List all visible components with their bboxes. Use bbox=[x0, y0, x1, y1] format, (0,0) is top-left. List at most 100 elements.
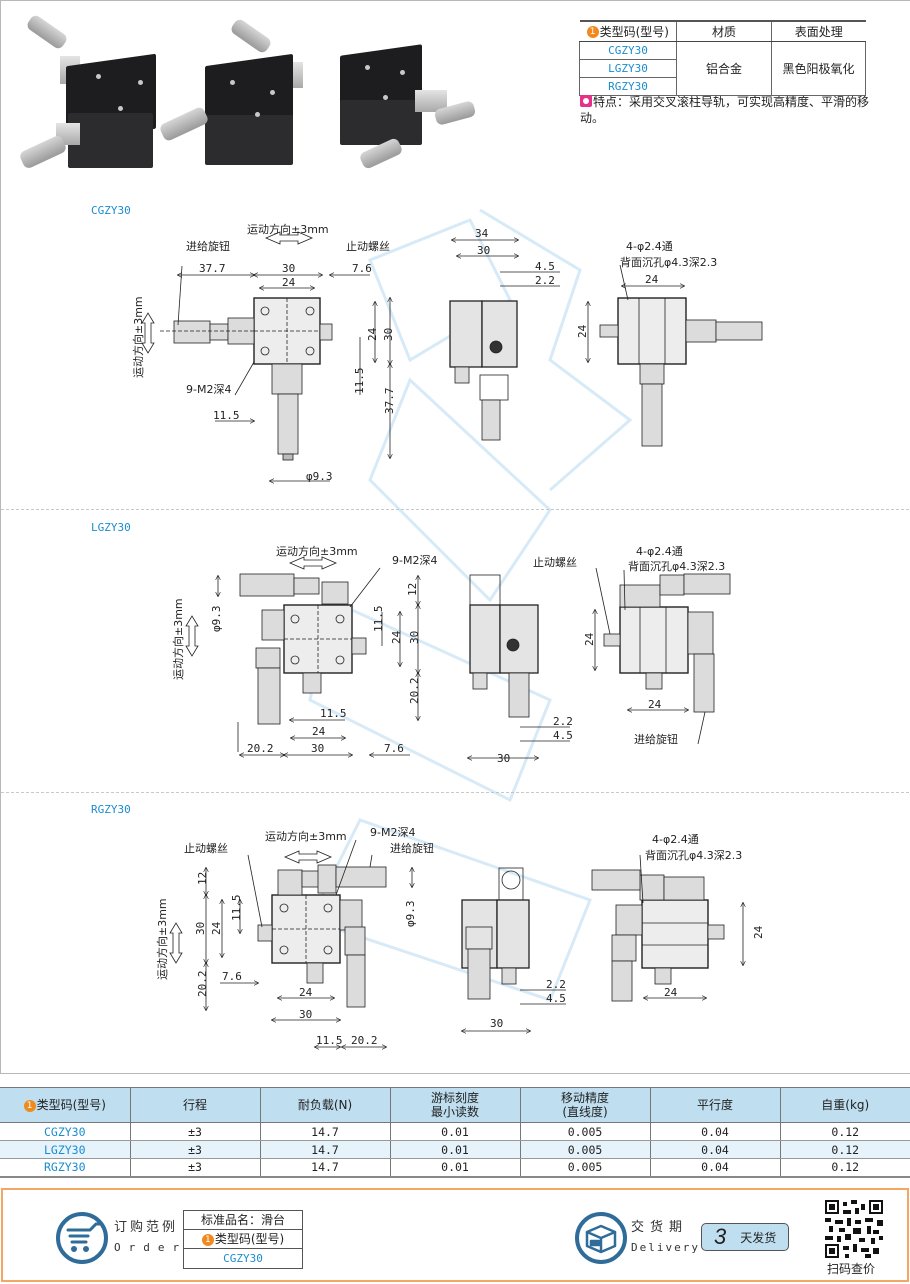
svg-text:20.2: 20.2 bbox=[247, 742, 274, 755]
cell-parallelism: 0.04 bbox=[650, 1158, 781, 1178]
svg-text:4.5: 4.5 bbox=[535, 260, 555, 273]
svg-text:24: 24 bbox=[366, 327, 379, 341]
svg-text:11.5: 11.5 bbox=[353, 368, 366, 395]
svg-text:24: 24 bbox=[390, 630, 403, 644]
svg-text:7.6: 7.6 bbox=[352, 262, 372, 275]
svg-text:7.6: 7.6 bbox=[222, 970, 242, 983]
svg-text:24: 24 bbox=[576, 324, 589, 338]
svg-text:运动方向±3mm: 运动方向±3mm bbox=[247, 222, 329, 236]
order-example-label: 订购范例 Order bbox=[114, 1220, 188, 1254]
svg-text:运动方向±3mm: 运动方向±3mm bbox=[265, 829, 347, 843]
product-photo-rgzy30 bbox=[335, 40, 477, 171]
col-header-vernier: 游标刻度最小读数 bbox=[390, 1087, 521, 1123]
cell-load: 14.7 bbox=[260, 1158, 391, 1178]
cell-vernier: 0.01 bbox=[390, 1158, 521, 1178]
svg-text:30: 30 bbox=[194, 922, 207, 935]
svg-text:止动螺丝: 止动螺丝 bbox=[184, 842, 228, 855]
cell-parallelism: 0.04 bbox=[650, 1140, 781, 1159]
svg-text:12: 12 bbox=[196, 872, 209, 885]
spec-surface-value: 黑色阳极氧化 bbox=[771, 40, 866, 96]
svg-text:30: 30 bbox=[382, 328, 395, 341]
product-photo-lgzy30 bbox=[158, 17, 310, 165]
col-header-precision: 移动精度(直线度) bbox=[520, 1087, 651, 1123]
svg-text:20.2: 20.2 bbox=[196, 971, 209, 998]
svg-text:运动方向±3mm: 运动方向±3mm bbox=[155, 898, 169, 980]
svg-text:9-M2深4: 9-M2深4 bbox=[392, 554, 437, 567]
cell-model: RGZY30 bbox=[0, 1158, 131, 1178]
section-divider bbox=[1, 509, 909, 510]
svg-text:9-M2深4: 9-M2深4 bbox=[370, 826, 415, 839]
svg-text:24: 24 bbox=[645, 273, 659, 286]
table-row: LGZY30 ±3 14.7 0.01 0.005 0.04 0.12 bbox=[0, 1140, 910, 1159]
svg-text:30: 30 bbox=[282, 262, 295, 275]
svg-text:运动方向±3mm: 运动方向±3mm bbox=[276, 544, 358, 558]
svg-text:11.5: 11.5 bbox=[320, 707, 347, 720]
cell-model: LGZY30 bbox=[0, 1140, 131, 1159]
svg-text:2.2: 2.2 bbox=[535, 274, 555, 287]
section-divider bbox=[1, 792, 909, 793]
col-header-stroke: 行程 bbox=[130, 1087, 261, 1123]
svg-text:φ9.3: φ9.3 bbox=[210, 606, 223, 633]
col-header-weight: 自重(kg) bbox=[780, 1087, 910, 1123]
svg-text:4-φ2.4通: 4-φ2.4通 bbox=[636, 545, 683, 558]
section-label-rgzy30: RGZY30 bbox=[91, 803, 131, 816]
svg-text:24: 24 bbox=[282, 276, 296, 289]
svg-text:进给旋钮: 进给旋钮 bbox=[634, 732, 678, 746]
cell-load: 14.7 bbox=[260, 1122, 391, 1141]
svg-text:30: 30 bbox=[408, 631, 421, 644]
delivery-label: 交货期 Delivery bbox=[631, 1220, 700, 1254]
col-header-parallelism: 平行度 bbox=[650, 1087, 781, 1123]
svg-text:37.7: 37.7 bbox=[383, 388, 396, 415]
section-label-cgzy30: CGZY30 bbox=[91, 204, 131, 217]
delivery-box-icon bbox=[575, 1212, 627, 1264]
spec-header-surface: 表面处理 bbox=[771, 20, 866, 42]
cell-parallelism: 0.04 bbox=[650, 1122, 781, 1141]
svg-text:12: 12 bbox=[406, 583, 419, 596]
section-label-lgzy30: LGZY30 bbox=[91, 521, 131, 534]
cell-stroke: ±3 bbox=[130, 1140, 261, 1159]
svg-text:φ9.3: φ9.3 bbox=[306, 470, 333, 483]
svg-text:11.5: 11.5 bbox=[230, 895, 243, 922]
spec-material-value: 铝合金 bbox=[676, 40, 772, 96]
svg-text:37.7: 37.7 bbox=[199, 262, 226, 275]
svg-text:11.5: 11.5 bbox=[213, 409, 240, 422]
qr-caption: 扫码查价 bbox=[827, 1262, 876, 1276]
svg-text:20.2: 20.2 bbox=[408, 678, 421, 705]
svg-text:运动方向±3mm: 运动方向±3mm bbox=[171, 598, 185, 680]
svg-text:34: 34 bbox=[475, 227, 489, 240]
drawing-cgzy30: 37.7 30 24 7.6 24 30 11.5 37.7 11.5 φ9.3… bbox=[131, 222, 763, 500]
svg-text:30: 30 bbox=[299, 1008, 312, 1021]
svg-text:4.5: 4.5 bbox=[553, 729, 573, 742]
svg-text:止动螺丝: 止动螺丝 bbox=[346, 240, 390, 253]
svg-text:止动螺丝: 止动螺丝 bbox=[533, 556, 577, 569]
svg-text:进给旋钮: 进给旋钮 bbox=[186, 239, 230, 253]
order-code-value: CGZY30 bbox=[223, 1252, 263, 1265]
svg-text:7.6: 7.6 bbox=[384, 742, 404, 755]
svg-text:24: 24 bbox=[210, 921, 223, 935]
spec-model: RGZY30 bbox=[579, 76, 677, 96]
order-product-name: 标准品名：滑台 bbox=[184, 1211, 302, 1230]
svg-text:4-φ2.4通: 4-φ2.4通 bbox=[652, 833, 699, 846]
cell-stroke: ±3 bbox=[130, 1158, 261, 1178]
cell-weight: 0.12 bbox=[780, 1122, 910, 1141]
delivery-days-badge: 3 天发货 bbox=[701, 1223, 789, 1251]
cell-stroke: ±3 bbox=[130, 1122, 261, 1141]
svg-text:背面沉孔φ4.3深2.3: 背面沉孔φ4.3深2.3 bbox=[645, 848, 742, 862]
spec-header-material: 材质 bbox=[676, 20, 772, 42]
spec-model: CGZY30 bbox=[579, 40, 677, 60]
cell-model: CGZY30 bbox=[0, 1122, 131, 1141]
svg-text:30: 30 bbox=[490, 1017, 503, 1030]
qr-code-icon[interactable] bbox=[825, 1200, 883, 1258]
svg-text:24: 24 bbox=[664, 986, 678, 999]
cell-load: 14.7 bbox=[260, 1140, 391, 1159]
shopping-cart-icon bbox=[56, 1212, 108, 1264]
svg-text:30: 30 bbox=[477, 244, 490, 257]
svg-text:30: 30 bbox=[497, 752, 510, 765]
svg-text:φ9.3: φ9.3 bbox=[404, 901, 417, 928]
svg-text:24: 24 bbox=[299, 986, 313, 999]
